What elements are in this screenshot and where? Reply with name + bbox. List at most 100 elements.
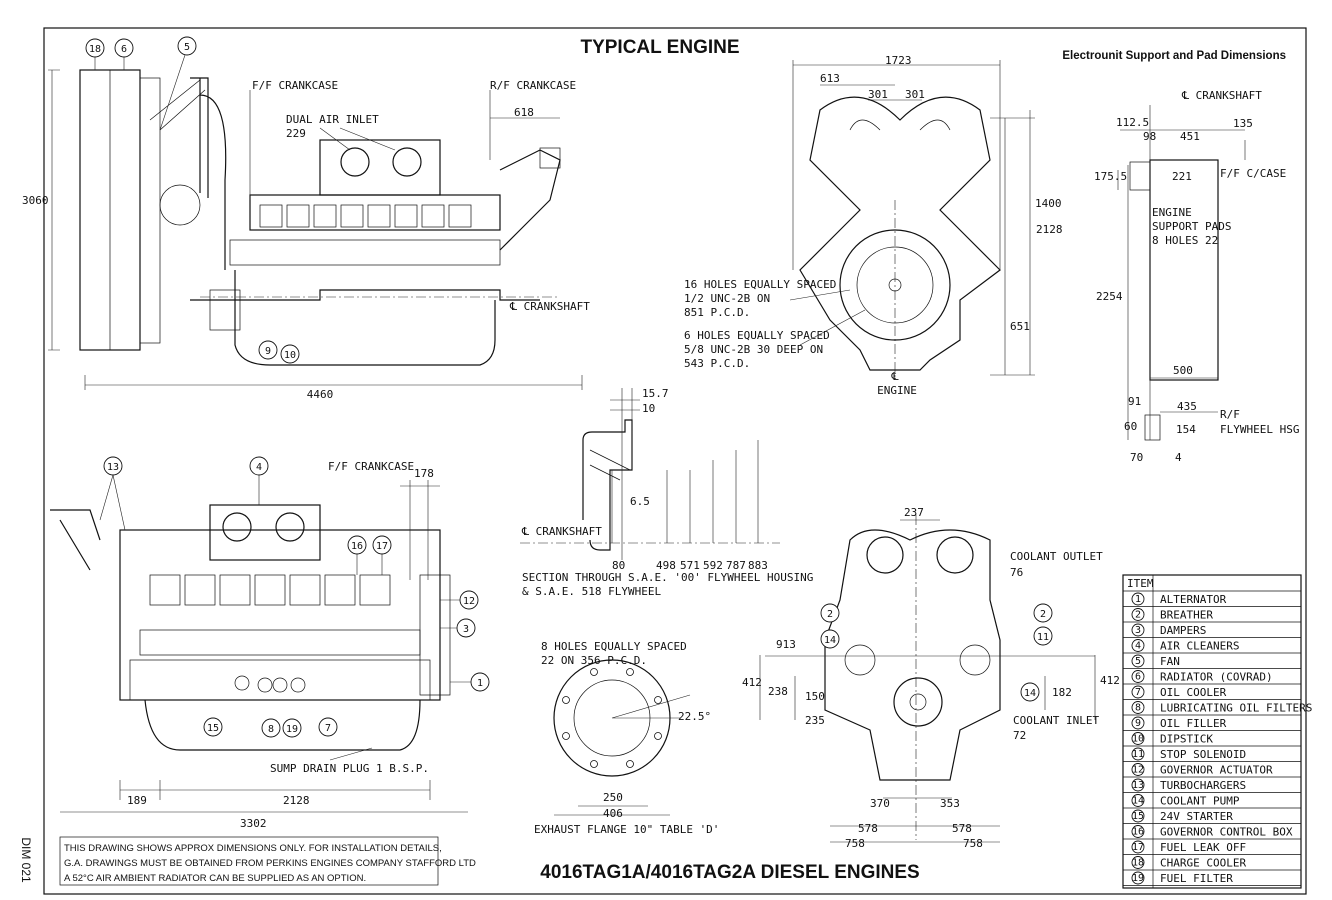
dim-498: 498 [656,559,676,572]
balloon-19: 19 [286,724,298,735]
item-name: RADIATOR (COVRAD) [1160,671,1273,684]
dim-1723: 1723 [885,54,912,67]
table-header-item: ITEM [1127,577,1154,590]
label-dual-air-inlet: DUAL AIR INLET [286,113,379,126]
balloon-17: 17 [376,541,388,552]
item-name: CHARGE COOLER [1160,857,1246,870]
balloon-4: 4 [256,462,262,473]
footer-title: 4016TAG1A/4016TAG2A DIESEL ENGINES [540,862,919,883]
dim-592: 592 [703,559,723,572]
item-number-circle [1131,856,1145,869]
item-number-circle [1131,701,1145,714]
drawing-frame [43,27,1307,895]
dim-175-5: 175.5 [1094,170,1127,183]
balloon-18: 18 [89,44,101,55]
label-crankshaft: ℄ CRANKSHAFT [509,300,590,313]
label-engine: ENGINE [877,384,917,397]
item-number-circle [1131,639,1145,652]
dim-451: 451 [1180,130,1200,143]
table-row: 10 DIPSTICK [1123,732,1301,747]
dim-758-right: 758 [963,837,983,850]
item-name: FUEL FILTER [1160,872,1233,885]
balloon-16: 16 [351,541,363,552]
label-coolant-outlet: COOLANT OUTLET [1010,550,1103,563]
dim-2254: 2254 [1096,290,1123,303]
item-number: 9 [1135,718,1141,729]
side-view: 3060 4460 F/F CRANKCASE R/F CRANKCASE 61… [22,36,590,401]
dim-80: 80 [612,559,625,572]
balloon-11: 11 [1037,632,1049,643]
label-ff-crankcase-lower: F/F CRANKCASE [328,460,414,473]
item-number: 3 [1135,625,1141,636]
item-name: 24V STARTER [1160,810,1233,823]
label-pad-crankshaft: ℄ CRANKSHAFT [1181,89,1262,102]
balloon-9: 9 [265,346,271,357]
item-number: 19 [1132,873,1144,884]
balloon-1: 1 [477,678,483,689]
dim-air-inlet: 229 [286,127,306,140]
item-number: 18 [1132,858,1144,869]
balloon-3: 3 [463,624,469,635]
item-number: 2 [1135,610,1141,621]
drawing-title: TYPICAL ENGINE [580,37,739,58]
item-number-circle [1131,840,1145,854]
section-caption-2: & S.A.E. 518 FLYWHEEL [522,585,661,598]
item-number-circle [1131,623,1145,637]
table-row: 18 CHARGE COOLER [1123,856,1301,871]
balloon-6: 6 [121,44,127,55]
label-16-holes-pcd: 851 P.C.D. [684,306,750,319]
dim-178: 178 [414,467,434,480]
dim-height: 3060 [22,194,49,207]
item-name: LUBRICATING OIL FILTERS [1160,702,1312,715]
item-name: ALTERNATOR [1160,593,1227,606]
label-16-holes-thread: 1/2 UNC-2B ON [684,292,770,305]
label-engine-cl: ℄ [890,370,898,383]
section-caption: SECTION THROUGH S.A.E. '00' FLYWHEEL HOU… [522,571,813,584]
item-number: 8 [1135,703,1141,714]
item-number-circle [1131,778,1145,792]
label-ff-case: F/F C/CASE [1220,167,1286,180]
note-line: G.A. DRAWINGS MUST BE OBTAINED FROM PERK… [64,858,476,869]
balloon-2-right: 2 [1040,609,1046,620]
label-rf: R/F [1220,408,1240,421]
dim-406: 406 [603,807,623,820]
item-name: OIL FILLER [1160,717,1227,730]
dim-238: 238 [768,685,788,698]
dim-412-left: 412 [742,676,762,689]
front-view: 1723 613 301 301 1400 2128 651 16 HOLES … [684,54,1063,397]
balloon-2-left: 2 [827,609,833,620]
dim-60: 60 [1124,420,1137,433]
item-number-circle [1131,716,1145,730]
drawing-subtitle: Electrounit Support and Pad Dimensions [1062,50,1286,62]
dim-angle: 22.5° [678,710,711,723]
item-number-circle [1131,592,1145,606]
label-16-holes: 16 HOLES EQUALLY SPACED [684,278,836,291]
item-name: COOLANT PUMP [1160,795,1240,808]
flange-caption: EXHAUST FLANGE 10" TABLE 'D' [534,823,719,836]
dim-10: 10 [642,402,655,415]
item-number-circle [1131,732,1145,745]
item-number: 10 [1132,734,1144,745]
section-view: 15.7 10 6.5 ℄ CRANKSHAFT 80 498 571 592 … [520,387,813,598]
balloon-10: 10 [284,350,296,361]
item-number: 16 [1132,827,1144,838]
label-coolant-inlet-size: 72 [1013,729,1026,742]
balloon-14-right: 14 [1024,688,1036,699]
dim-221: 221 [1172,170,1192,183]
item-name: DIPSTICK [1160,733,1213,746]
dim-250: 250 [603,791,623,804]
dim-370: 370 [870,797,890,810]
table-row: 9 OIL FILLER [1123,716,1301,731]
dim-3302: 3302 [240,817,267,830]
dim-2128-front: 2128 [1036,223,1063,236]
flange-view: 22.5° 8 HOLES EQUALLY SPACED 22 ON 356 P… [534,640,719,836]
dim-112-5: 112.5 [1116,116,1149,129]
